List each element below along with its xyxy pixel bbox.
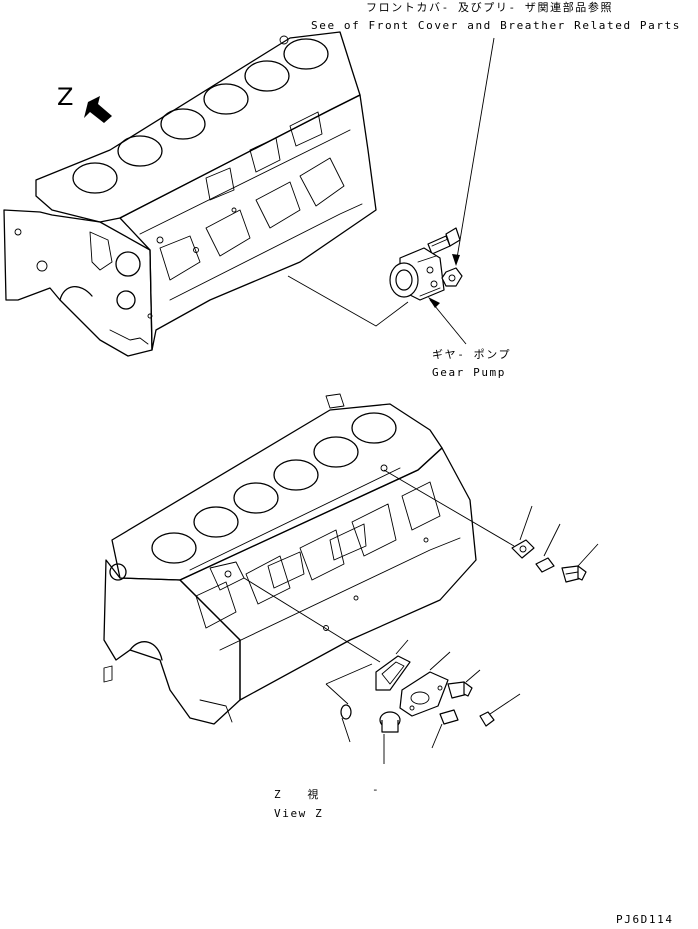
bolt-cover-lower bbox=[439, 709, 459, 725]
front-cover-ref-jp: フロントカバ- 及びプリ- ザ関連部品参照 bbox=[366, 0, 613, 14]
view-label-jp: Z 視 bbox=[274, 787, 320, 801]
bolt-cover-upper bbox=[447, 681, 473, 699]
gasket-small bbox=[535, 557, 555, 573]
gasket-cover bbox=[375, 655, 411, 691]
view-label-en: View Z bbox=[274, 807, 323, 820]
arrow-icon bbox=[84, 96, 112, 123]
leader-lines-bottom bbox=[243, 469, 599, 764]
plug-small bbox=[479, 711, 495, 727]
engine-block-bottom bbox=[103, 393, 477, 725]
gear-pump-label-en: Gear Pump bbox=[432, 366, 506, 379]
view-letter: Z bbox=[57, 83, 73, 111]
view-z-arrow: Z bbox=[57, 83, 112, 123]
plate-small bbox=[511, 539, 535, 559]
gear-pump-body bbox=[389, 247, 445, 301]
o-ring bbox=[340, 704, 352, 720]
front-cover-ref-en: See of Front Cover and Breather Related … bbox=[311, 19, 681, 32]
plug-large bbox=[379, 711, 401, 733]
dash-mark: - bbox=[372, 783, 380, 796]
gear-pump-assembly bbox=[389, 227, 463, 301]
bolt-right bbox=[561, 565, 587, 583]
engine-block-top bbox=[3, 31, 377, 357]
leader-lines-top bbox=[287, 37, 495, 345]
pump-nut bbox=[441, 267, 463, 287]
pump-bolt bbox=[427, 227, 461, 255]
cover-plate bbox=[399, 671, 449, 717]
gear-pump-label-jp: ギヤ- ポンプ bbox=[432, 348, 511, 361]
drawing-number: PJ6D114 bbox=[616, 913, 674, 926]
